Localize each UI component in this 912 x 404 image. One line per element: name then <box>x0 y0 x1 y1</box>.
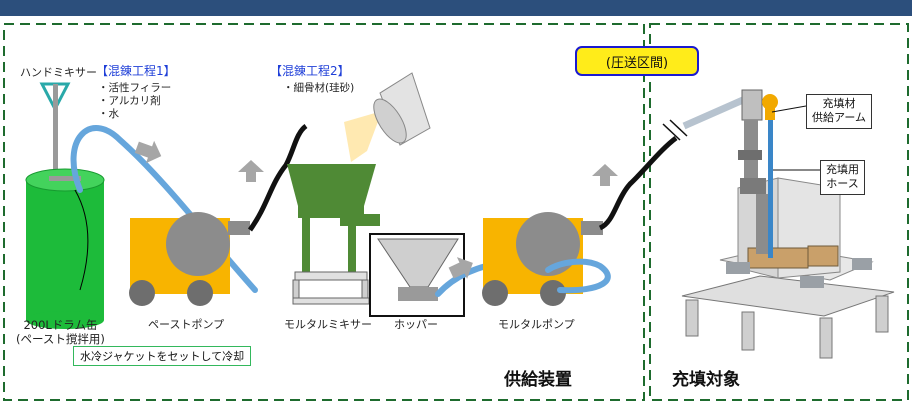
filling-target-frame <box>649 23 909 401</box>
step1-item: ・活性フィラー <box>98 82 172 94</box>
hopper-label: ホッパー <box>394 318 438 331</box>
supply-arm-leader <box>771 105 807 113</box>
pipe-break-mark <box>662 119 688 141</box>
sand-bucket-icon <box>344 72 431 162</box>
supply-arm-icon <box>738 89 778 258</box>
step1-item: ・水 <box>98 108 119 121</box>
step1-item: ・アルカリ剤 <box>98 95 161 108</box>
pressure-section-badge: (圧送区間) <box>575 46 699 76</box>
supply-equipment-frame <box>3 23 645 401</box>
hopper-icon <box>369 233 465 317</box>
mortar-pump-label: モルタルポンプ <box>498 318 575 331</box>
supply-arm-line2: 供給アーム <box>812 111 867 125</box>
drum-label-line2: (ペースト撹拌用) <box>16 332 105 347</box>
step1-label: 【混錬工程1】 <box>96 64 176 78</box>
step1-list: ・活性フィラー ・アルカリ剤 ・水 <box>98 82 171 121</box>
hand-mixer-label: ハンドミキサー <box>20 66 97 79</box>
filling-target-title: 充填対象 <box>672 370 740 390</box>
supply-equipment-title: 供給装置 <box>504 370 572 390</box>
step2-list: ・細骨材(珪砂) <box>283 82 354 95</box>
flow-arrows <box>134 140 618 279</box>
drum-label-line1: 200Lドラム缶 <box>23 318 98 332</box>
mortar-mixer-icon <box>287 164 380 305</box>
header-bar <box>0 0 912 16</box>
hose-line2: ホース <box>826 177 859 191</box>
supply-arm-callout: 充填材 供給アーム <box>806 94 873 129</box>
hand-mixer-icon <box>39 82 71 182</box>
step2-item: ・細骨材(珪砂) <box>283 82 355 94</box>
step2-label: 【混錬工程2】 <box>270 64 350 78</box>
mortar-return-hose <box>545 258 611 294</box>
cooling-note: 水冷ジャケットをセットして冷却 <box>73 346 252 366</box>
pressure-hose <box>598 136 678 231</box>
drum-label: 200Lドラム缶 (ペースト撹拌用) <box>16 318 105 347</box>
hose-callout: 充填用 ホース <box>820 160 865 195</box>
filling-target-structure <box>681 177 895 359</box>
paste-pump-icon <box>129 212 250 306</box>
mortar-pump-icon <box>482 212 603 306</box>
hose-line1: 充填用 <box>826 163 859 176</box>
mortar-mixer-label: モルタルミキサー <box>284 318 372 331</box>
paste-pump-label: ペーストポンプ <box>148 318 225 331</box>
paste-outlet-hose <box>247 123 308 232</box>
drum-icon <box>25 168 105 329</box>
arm-pipe <box>682 92 754 130</box>
supply-arm-line1: 充填材 <box>822 97 856 110</box>
